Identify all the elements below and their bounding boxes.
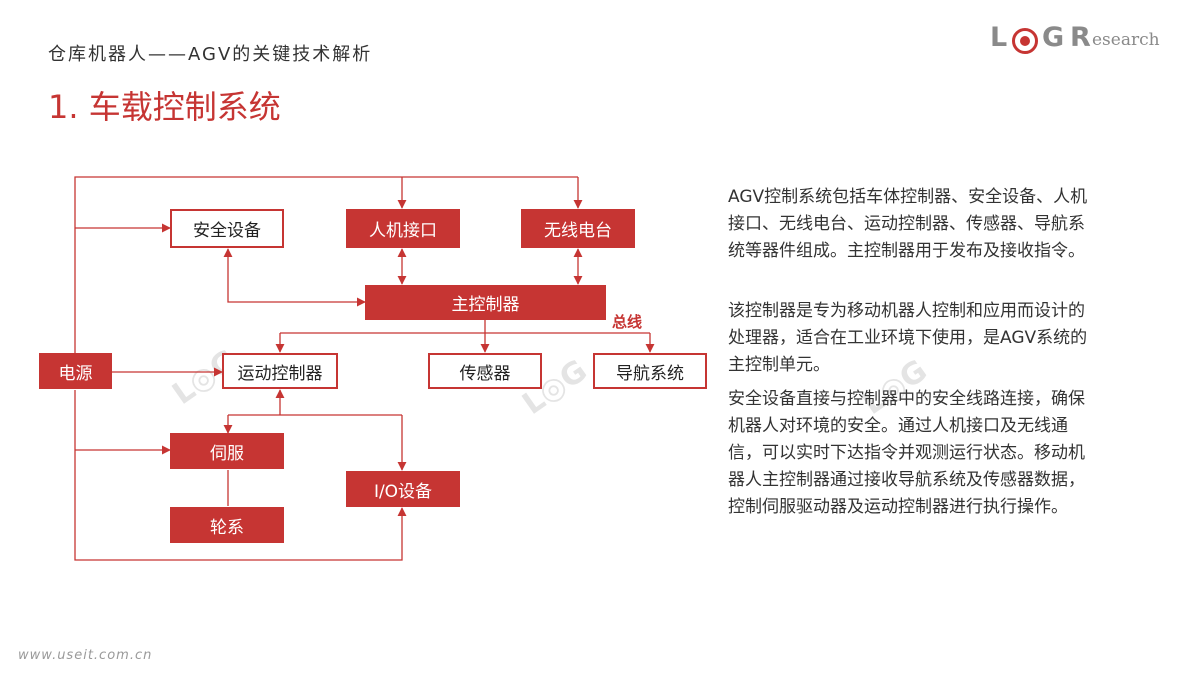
logo-letter-r: R bbox=[1070, 22, 1091, 53]
radio-node: 无线电台 bbox=[521, 209, 635, 248]
logo-letter-l: L bbox=[990, 22, 1008, 53]
footer-url: www.useit.com.cn bbox=[18, 648, 153, 663]
motion-controller-node: 运动控制器 bbox=[222, 353, 338, 389]
servo-node: 伺服 bbox=[170, 433, 284, 469]
logo-small-text: esearch bbox=[1092, 30, 1160, 50]
logo-letter-g: G bbox=[1042, 22, 1065, 53]
logo: L G R esearch bbox=[990, 18, 1165, 58]
power-node: 电源 bbox=[39, 353, 112, 389]
page-subtitle: 仓库机器人——AGV的关键技术解析 bbox=[48, 44, 373, 65]
page-title: 1. 车载控制系统 bbox=[48, 88, 281, 126]
navigation-node: 导航系统 bbox=[593, 353, 707, 389]
description-paragraph-1: AGV控制系统包括车体控制器、安全设备、人机接口、无线电台、运动控制器、传感器、… bbox=[728, 187, 1088, 261]
power-frame-line bbox=[74, 176, 578, 355]
logo-ring-icon bbox=[1012, 28, 1038, 54]
sensor-node: 传感器 bbox=[428, 353, 542, 389]
description-paragraph-2: 该控制器是专为移动机器人控制和应用而设计的处理器，适合在工业环境下使用，是AGV… bbox=[728, 301, 1088, 375]
main-controller-node: 主控制器 bbox=[365, 285, 606, 320]
io-device-node: I/O设备 bbox=[346, 471, 460, 507]
safety-device-node: 安全设备 bbox=[170, 209, 284, 248]
safety-main-line bbox=[223, 248, 366, 307]
hmi-node: 人机接口 bbox=[346, 209, 460, 248]
wheels-node: 轮系 bbox=[170, 507, 284, 543]
bus-label: 总线 bbox=[612, 313, 643, 331]
description-paragraph-3: 安全设备直接与控制器中的安全线路连接，确保机器人对环境的安全。通过人机接口及无线… bbox=[728, 389, 1085, 517]
power-lower-line bbox=[74, 390, 407, 561]
